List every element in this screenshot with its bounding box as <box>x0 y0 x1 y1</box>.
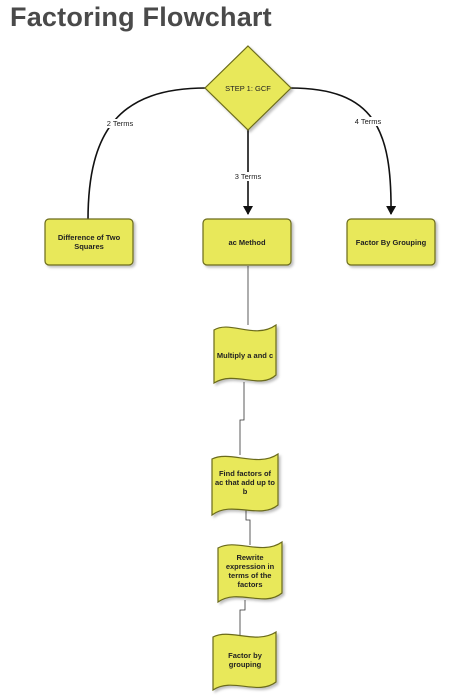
edge-label-2-terms: 2 Terms <box>95 119 145 128</box>
multiply-shape <box>213 323 277 385</box>
grouping-label: Factor By Grouping <box>355 237 427 247</box>
diagram-title: Factoring Flowchart <box>10 2 272 32</box>
gcf-label: STEP 1: GCF <box>225 83 271 93</box>
grouping-box <box>346 218 436 266</box>
find-factors-shape <box>211 452 279 517</box>
multiply-label: Multiply a and c <box>216 350 274 360</box>
diff-squares-label: Difference of Two Squares <box>57 233 121 251</box>
ac-method-connector <box>239 266 251 635</box>
gcf-diamond <box>204 45 292 131</box>
find-factors-label: Find factors of ac that add up to b <box>215 468 275 496</box>
ac-method-box <box>202 218 292 266</box>
edge-4-terms <box>289 87 397 215</box>
edge-label-4-terms: 4 Terms <box>343 117 393 126</box>
rewrite-shape <box>217 540 283 604</box>
edge-label-3-terms: 3 Terms <box>223 172 273 181</box>
ac-method-label: ac Method <box>228 237 266 247</box>
factor-grouping-label: Factor by grouping <box>228 651 262 669</box>
diff-squares-box <box>44 218 134 266</box>
rewrite-label: Rewrite expression in terms of the facto… <box>225 553 275 589</box>
edge-2-terms <box>87 87 207 221</box>
factor-grouping-shape <box>212 630 277 692</box>
